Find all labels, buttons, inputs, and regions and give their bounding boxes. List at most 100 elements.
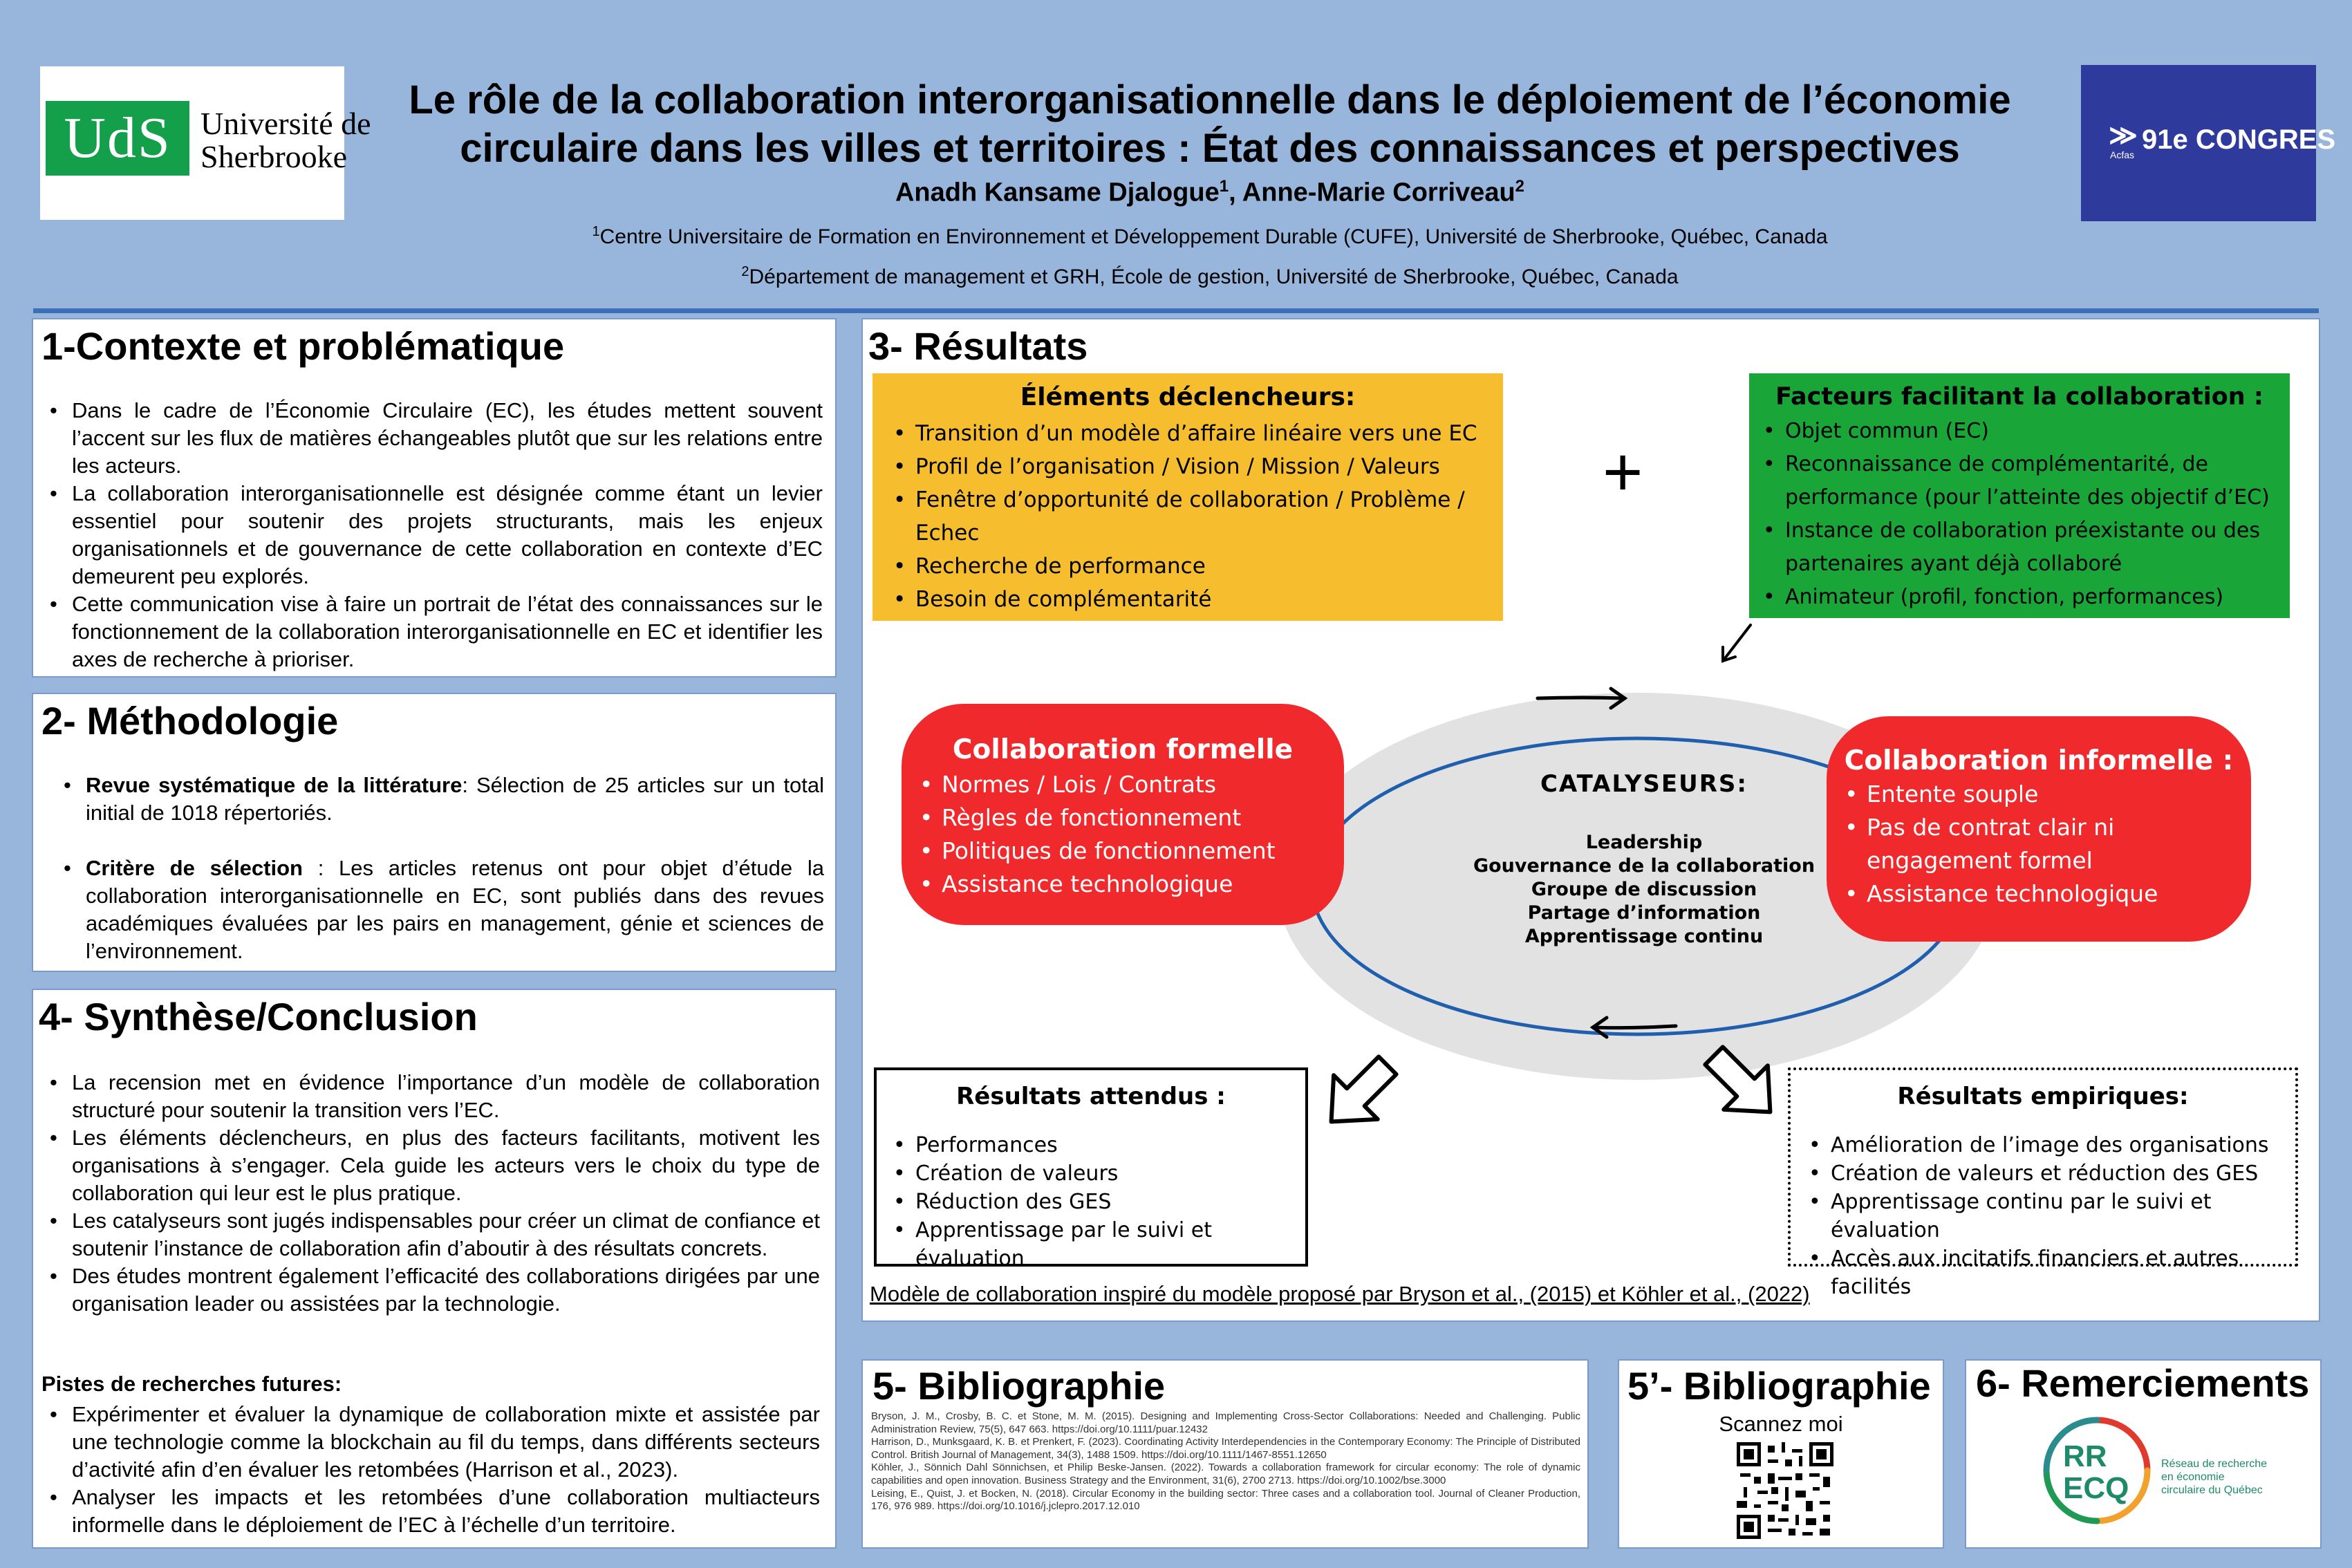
aff2-sup: 2 [741,264,749,279]
empiriques-title: Résultats empiriques: [1897,1083,2189,1110]
attendus-list: Performances Création de valeurs Réducti… [886,1131,1305,1273]
contexte-list: Dans le cadre de l’Économie Circulaire (… [43,397,823,673]
item-text: : Les articles retenus ont pour objet d’… [86,856,824,963]
list-item: Expérimenter et évaluer la dynamique de … [43,1401,820,1484]
aff1-text: Centre Universitaire de Formation en Env… [599,225,1828,248]
bibliographie-title: 5- Bibliographie [872,1364,1166,1408]
item-text: : Sélection de 25 articles sur un total … [86,773,824,825]
panel-contexte: 1-Contexte et problématique Dans le cadr… [32,318,837,678]
resultats-empiriques-box: Résultats empiriques: Amélioration de l’… [1788,1067,2298,1299]
list-item: Critère de sélection : Les articles rete… [57,855,824,965]
author-1: Anadh Kansame Djalogue [895,178,1220,207]
reference-item: Harrison, D., Munksgaard, K. B. et Prenk… [871,1436,1580,1461]
collab-formelle-box: Collaboration formelle Normes / Lois / C… [902,704,1344,925]
list-item: La collaboration interorganisationnelle … [43,480,823,590]
acfas-chevron-icon: ≫ [2109,120,2138,151]
arrow-to-empiriques-icon [1703,1045,1773,1114]
logo-uds: UdS Université de Sherbrooke [40,66,371,220]
bibliographie2-title: 5’- Bibliographie [1627,1364,1931,1408]
uds-mark: UdS [46,101,189,176]
qr-code-icon[interactable] [1737,1442,1833,1539]
acfas-congres: 91e CONGRES [2142,124,2336,155]
list-item: Besoin de complémentarité [886,583,1481,616]
authors: Anadh Kansame Djalogue1, Anne-Marie Corr… [346,177,2074,208]
list-item: Fenêtre d’opportunité de collaboration /… [886,483,1481,550]
declencheurs-box: Éléments déclencheurs: Transition d’un m… [872,373,1503,621]
list-item: Instance de collaboration préexistante o… [1756,514,2281,581]
list-item: Leadership [1585,832,1703,853]
facteurs-title: Facteurs facilitant la collaboration : [1775,383,2264,411]
informelle-title: Collaboration informelle : [1844,745,2234,776]
declencheurs-title: Éléments déclencheurs: [1020,383,1356,411]
author-1-sup: 1 [1219,177,1229,196]
cycle-arrow-top-icon [1536,687,1628,710]
remerciements-title: 6- Remerciements [1976,1361,2310,1405]
reference-item: Köhler, J., Sönnich Dahl Sönnichsen, et … [871,1462,1580,1486]
facteurs-list: Objet commun (EC) Reconnaissance de comp… [1756,415,2281,614]
methodologie-list: Revue systématique de la littérature: Sé… [57,772,824,965]
list-item: Gouvernance de la collaboration [1473,855,1816,877]
panel-methodologie: 2- Méthodologie Revue systématique de la… [32,693,837,972]
list-item: Apprentissage par le suivi et évaluation [886,1216,1305,1273]
resultats-attendus-box: Résultats attendus : Performances Créati… [874,1067,1308,1271]
attendus-title: Résultats attendus : [956,1083,1226,1110]
list-item: Assistance technologique [913,868,1344,901]
author-2-sup: 2 [1515,177,1525,196]
rrecq-text: Réseau de recherche en économie circulai… [2161,1458,2267,1496]
list-item: Transition d’un modèle d’affaire linéair… [886,417,1481,450]
aff2-text: Département de management et GRH, École … [749,265,1679,288]
list-item: Apprentissage continu [1524,926,1764,947]
list-item: Profil de l’organisation / Vision / Miss… [886,450,1481,483]
cycle-arrow-bottom-icon [1589,1016,1678,1039]
poster-title: Le rôle de la collaboration interorganis… [346,76,2074,173]
plus-sign: + [1603,433,1643,511]
collab-informelle-box: Collaboration informelle : Entente soupl… [1827,716,2251,942]
resultats-title: 3- Résultats [868,324,1088,368]
affiliation-1: 1Centre Universitaire de Formation en En… [346,224,2074,249]
list-item: Analyser les impacts et les retombées d’… [43,1484,820,1539]
empiriques-list: Amélioration de l’image des organisation… [1802,1131,2295,1301]
scan-label: Scannez moi [1719,1412,1843,1436]
informelle-list: Entente souple Pas de contrat clair ni e… [1838,778,2232,911]
uds-name-2: Sherbrooke [200,139,348,174]
author-2: , Anne-Marie Corriveau [1229,178,1515,207]
list-item: Politiques de fonctionnement [913,834,1344,868]
list-item: Les éléments déclencheurs, en plus des f… [43,1124,820,1207]
references: Bryson, J. M., Crosby, B. C. et Stone, M… [871,1410,1580,1513]
panel-remerciements: 6- Remerciements RR ECQ Réseau de recher… [1965,1359,2322,1549]
formelle-list: Normes / Lois / Contrats Règles de fonct… [913,768,1344,901]
arrow-to-attendus-icon [1329,1054,1399,1124]
catalyseurs-list: Leadership Gouvernance de la collaborati… [1444,831,1845,949]
panel-bibliographie-qr: 5’- Bibliographie Scannez moi [1618,1359,1944,1549]
list-item: Création de valeurs et réduction des GES [1802,1159,2295,1188]
list-item: Recherche de performance [886,550,1481,583]
reference-item: Bryson, J. M., Crosby, B. C. et Stone, M… [871,1410,1580,1435]
item-bold: Revue systématique de la littérature [86,773,463,797]
list-item: Entente souple [1838,778,2232,811]
logo-acfas: Acfas ≫ 91e CONGRES [2081,65,2335,221]
panel-resultats: 3- Résultats Éléments déclencheurs: Tran… [861,318,2320,1322]
catalyseurs-title: CATALYSEURS: [1540,770,1748,798]
list-item: Les catalyseurs sont jugés indispensable… [43,1207,820,1262]
reference-item: Leising, E., Quist, J. et Bocken, N. (20… [871,1487,1580,1513]
panel-bibliographie: 5- Bibliographie Bryson, J. M., Crosby, … [861,1359,1589,1549]
affiliation-2: 2Département de management et GRH, École… [346,264,2074,289]
rrecq-logo-icon [2043,1417,2151,1524]
rrecq-mark-1: RR [2063,1439,2107,1473]
list-item: Amélioration de l’image des organisation… [1802,1131,2295,1159]
facteurs-box: Facteurs facilitant la collaboration : O… [1749,373,2290,618]
list-item: Partage d’information [1527,902,1761,924]
formelle-title: Collaboration formelle [952,734,1294,765]
synthese-title: 4- Synthèse/Conclusion [39,995,478,1038]
list-item: Animateur (profil, fonction, performance… [1756,581,2281,614]
list-item: Réduction des GES [886,1188,1305,1216]
list-item: Des études montrent également l’efficaci… [43,1262,820,1318]
list-item: Cette communication vise à faire un port… [43,590,823,673]
list-item: Reconnaissance de complémentarité, de pe… [1756,448,2281,514]
methodologie-title: 2- Méthodologie [41,699,339,743]
list-item: Revue systématique de la littérature: Sé… [57,772,824,827]
pistes-title: Pistes de recherches futures: [41,1372,342,1396]
acfas-small: Acfas [2110,149,2135,160]
list-item: Apprentissage continu par le suivi et év… [1802,1188,2295,1244]
list-item: Règles de fonctionnement [913,801,1344,834]
